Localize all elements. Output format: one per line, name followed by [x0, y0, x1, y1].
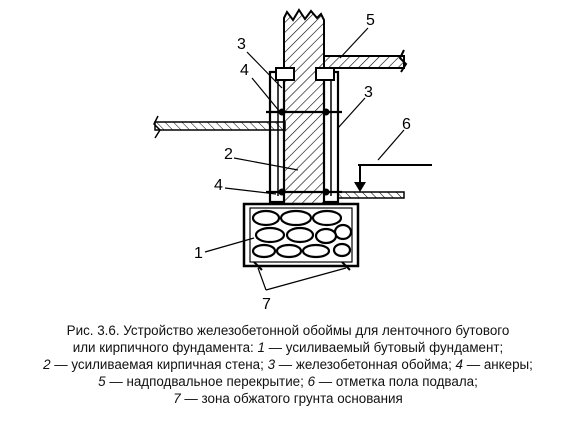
concrete-jacket-right [315, 67, 340, 204]
label-anchor-top: 4 [240, 62, 249, 79]
brick-wall [283, 8, 325, 207]
rubble-footing [242, 202, 360, 271]
label-wall: 2 [224, 146, 233, 163]
foundation-diagram: 4 3 2 4 1 5 3 6 7 [153, 8, 432, 313]
floor-slab [323, 49, 408, 73]
caption-line-3: 2 — усиливаемая кирпичная стена; 3 — жел… [43, 357, 533, 372]
figure-caption: Рис. 3.6. Устройство железобетонной обой… [0, 322, 576, 407]
left-ground [153, 115, 286, 139]
label-jacket-left: 3 [237, 36, 246, 53]
basement-floor-level [337, 164, 432, 199]
label-jacket-right: 3 [364, 84, 373, 101]
caption-line-2: или кирпичного фундамента: 1 — усиливаем… [72, 340, 504, 355]
label-footing: 1 [194, 245, 203, 262]
label-floor-level: 6 [402, 116, 411, 133]
caption-line-4: 5 — надподвальное перекрытие; 6 — отметк… [98, 374, 478, 389]
caption-line-1: Рис. 3.6. Устройство железобетонной обой… [66, 323, 510, 338]
concrete-jacket-left [268, 67, 295, 204]
leader-lines [204, 27, 405, 291]
caption-line-5: 7 — зона обжатого грунта основания [173, 391, 403, 406]
label-floor-slab: 5 [366, 12, 375, 29]
label-compressed-soil: 7 [262, 296, 271, 313]
label-anchor-bottom: 4 [214, 177, 223, 194]
